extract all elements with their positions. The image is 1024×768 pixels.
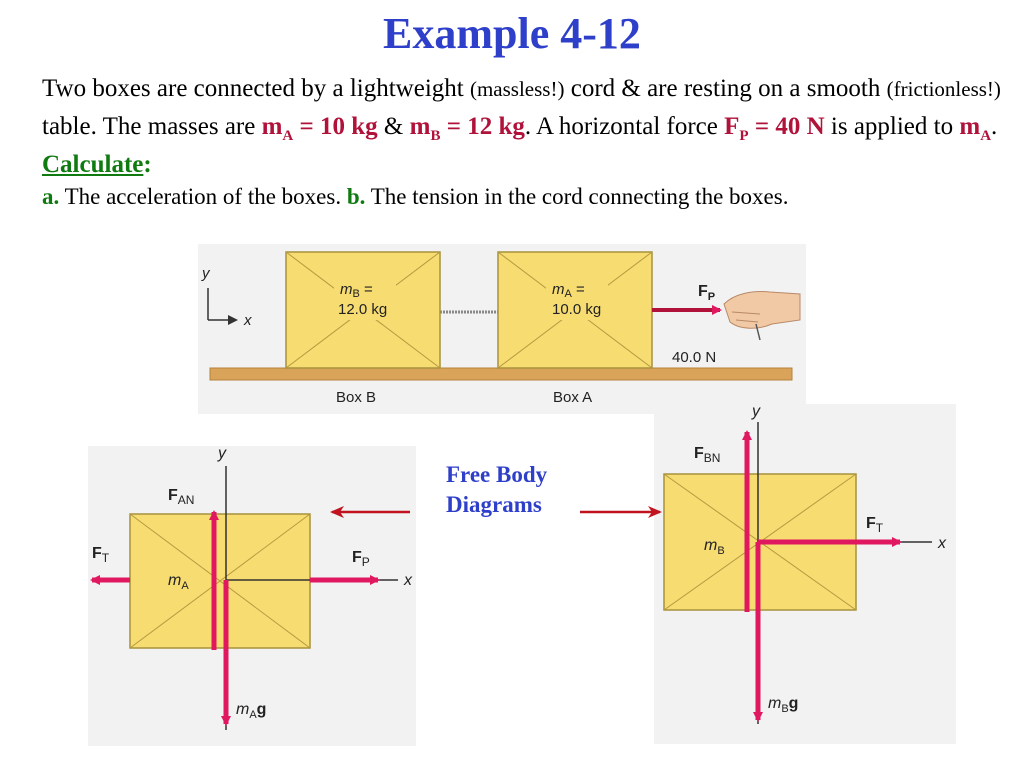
setup-diagram: y x mB = 12.0 kg mA = 10.0 kg FP 40.0 N: [198, 244, 806, 414]
setup-axis-y-label: y: [201, 265, 211, 282]
hand-illustration: [723, 291, 801, 341]
calculate-label: Calculate: [42, 151, 144, 178]
fbd-a-applied-force-label: FP: [352, 549, 370, 569]
box-a-mass-value: 10.0 kg: [552, 301, 601, 318]
fbd-b-weight-label: mBg: [768, 695, 798, 715]
fbd-a-x-label: x: [403, 572, 413, 589]
force-value: FP = 40 N: [724, 113, 825, 144]
fbd-a-y-label: y: [217, 445, 227, 462]
box-a-caption: Box A: [553, 389, 592, 406]
fbd-a-weight-label: mAg: [236, 701, 266, 721]
fbd-a-normal-force-label: FAN: [168, 487, 194, 507]
fbd-b-mass-label: mB: [704, 537, 725, 557]
table-top: [209, 367, 793, 381]
box-b: mB = 12.0 kg: [285, 251, 441, 369]
problem-statement: Two boxes are connected by a lightweight…: [42, 75, 1001, 178]
fbd-caption: Free Body Diagrams: [446, 462, 548, 517]
box-b-mass-value: 12.0 kg: [338, 301, 387, 318]
setup-axis-x-label: x: [243, 312, 252, 329]
question-parts: a. The acceleration of the boxes. b. The…: [42, 184, 789, 209]
fbd-box-a: y x FAN mAg FT FP mA: [88, 445, 416, 746]
box-b-caption: Box B: [336, 389, 376, 406]
slide-title: Example 4-12: [383, 9, 641, 58]
mass-b-value: mB = 12 kg: [409, 113, 525, 144]
applied-force-value: 40.0 N: [672, 349, 716, 366]
fbd-box-b: y x FBN mBg FT mB: [654, 403, 956, 744]
box-b-mass-label: mB =: [340, 281, 373, 300]
applied-force-label: FP: [698, 283, 715, 303]
box-a-mass-label: mA =: [552, 281, 585, 300]
fbd-a-tension-label: FT: [92, 545, 110, 565]
setup-axes: y x: [201, 265, 252, 329]
fbd-b-y-label: y: [751, 403, 761, 420]
fbd-a-mass-label: mA: [168, 572, 189, 592]
mass-a-value: mA = 10 kg: [261, 113, 378, 144]
fbd-b-normal-force-label: FBN: [694, 445, 720, 465]
fbd-b-tension-label: FT: [866, 515, 884, 535]
fbd-b-x-label: x: [937, 535, 947, 552]
box-a: mA = 10.0 kg: [497, 251, 653, 369]
